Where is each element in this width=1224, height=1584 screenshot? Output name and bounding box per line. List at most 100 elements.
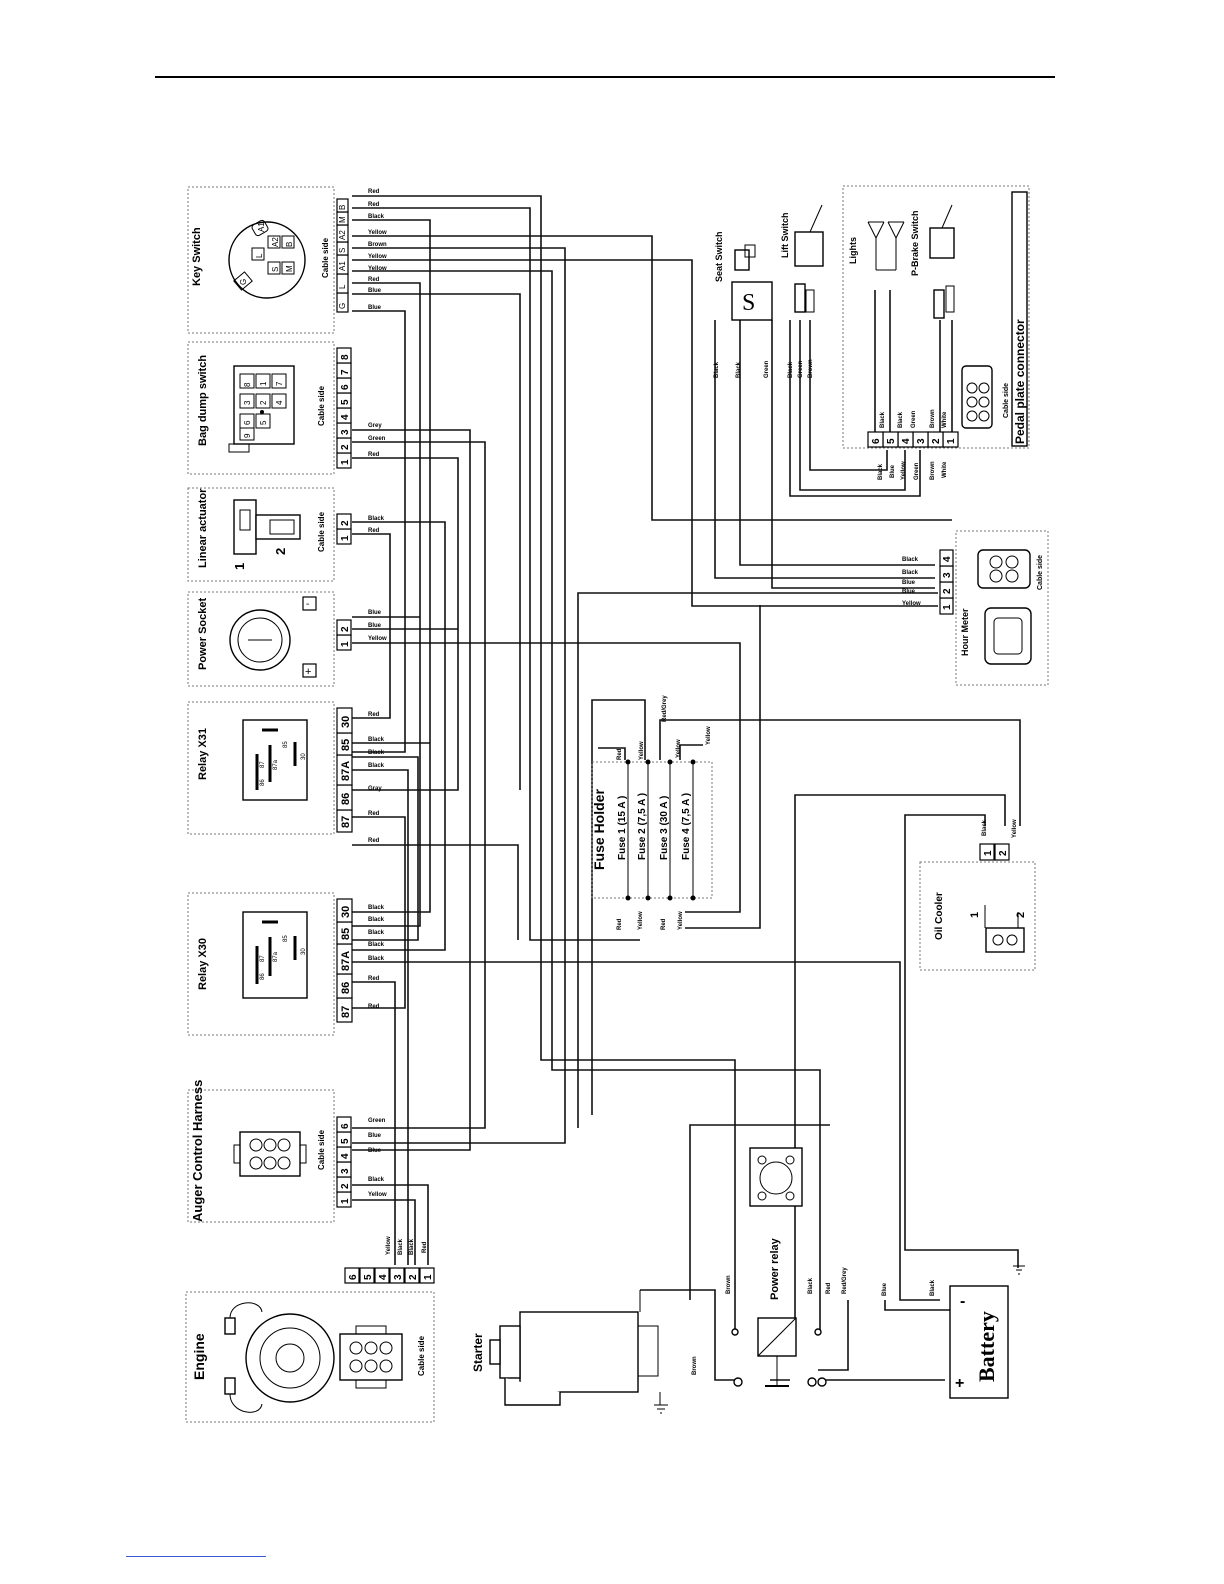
relay-x30: Relay X30 87 86 87a 85 30 87 86 87A 85 3… [187,892,385,1036]
svg-text:+: + [955,1375,964,1392]
auger-box [187,1089,335,1223]
svg-text:-: - [306,599,309,610]
lights-symbol [867,221,905,271]
svg-text:Bag dump switch: Bag dump switch [197,355,209,446]
svg-text:Red: Red [368,838,380,844]
svg-text:White: White [942,411,948,428]
svg-text:Brown: Brown [808,359,814,378]
svg-text:85: 85 [283,741,289,748]
svg-text:Red: Red [826,1282,832,1294]
svg-text:3: 3 [340,429,351,435]
svg-text:Battery: Battery [974,1311,999,1382]
key-switch-wire-labels: Red Red Black Yellow Brown Yellow Yellow… [368,189,387,311]
svg-text:L: L [255,253,264,258]
svg-text:Black: Black [880,411,886,428]
svg-text:1: 1 [969,912,981,918]
bag-dump-pins: 1 2 3 4 5 6 7 8 [336,347,352,469]
svg-text:Red: Red [617,748,623,760]
svg-text:6: 6 [340,384,351,390]
svg-text:Oil Cooler: Oil Cooler [934,892,945,940]
svg-text:6: 6 [243,420,252,425]
svg-text:Red: Red [368,202,380,208]
svg-text:2: 2 [340,520,351,526]
svg-text:Black: Black [878,463,884,480]
svg-text:Yellow: Yellow [368,254,387,260]
svg-text:2: 2 [931,438,942,444]
svg-text:85: 85 [340,928,352,940]
svg-text:2: 2 [942,588,953,594]
svg-text:Green: Green [368,1118,386,1124]
svg-text:Black: Black [714,361,720,378]
svg-text:8: 8 [243,382,252,387]
svg-text:Red: Red [368,277,380,283]
svg-text:Yellow: Yellow [678,911,684,930]
svg-text:Black: Black [368,516,385,522]
power-socket: Power Socket - + 1 2 Blue Blue Yellow [187,591,387,687]
svg-text:86: 86 [340,793,352,805]
svg-text:4: 4 [340,414,351,420]
auger-pins: 1 2 3 4 5 6 [336,1116,352,1208]
svg-text:Fuse 4 (7,5 A ): Fuse 4 (7,5 A ) [681,793,692,860]
svg-text:Lift Switch: Lift Switch [780,213,790,259]
svg-text:Green: Green [911,410,917,428]
svg-text:86: 86 [340,982,352,994]
svg-text:Green: Green [764,360,770,378]
pbrake-symbol [929,204,955,319]
svg-text:Black: Black [808,1277,814,1294]
svg-text:4: 4 [340,1153,351,1159]
svg-text:Red: Red [368,1004,380,1010]
engine-box [185,1291,435,1423]
svg-text:1: 1 [423,1274,434,1280]
svg-text:3: 3 [243,400,252,405]
svg-text:G: G [338,303,347,309]
bag-dump-switch: Bag dump switch 8 1 7 3 2 4 6 5 9 Cable … [187,341,386,475]
key-switch-box [187,186,335,334]
svg-text:2: 2 [340,444,351,450]
svg-text:Blue: Blue [902,589,916,595]
svg-text:2: 2 [273,548,288,555]
svg-text:85: 85 [340,739,352,751]
svg-text:Green: Green [914,462,920,480]
svg-text:2: 2 [340,626,351,632]
svg-text:87: 87 [340,1006,352,1018]
svg-text:7: 7 [275,381,284,386]
svg-text:Black: Black [902,570,919,576]
svg-text:Cable side: Cable side [1037,555,1044,590]
svg-text:30: 30 [301,753,307,760]
svg-text:Cable side: Cable side [317,511,326,552]
svg-text:Red: Red [368,189,380,195]
hour-meter-pins: 1 2 3 4 [939,549,954,615]
svg-text:Pedal plate connector: Pedal plate connector [1013,319,1027,444]
svg-text:-: - [960,1293,965,1310]
svg-text:Brown: Brown [930,461,936,480]
fuse-holder-fuses: Fuse 1 (15 A ) Fuse 2 (7,5 A ) Fuse 3 (3… [617,759,696,901]
svg-text:1: 1 [259,381,268,386]
oil-cooler: 1 2 Black Yellow Oil Cooler 1 2 [919,819,1036,971]
svg-text:Red: Red [422,1241,428,1253]
svg-text:Cable side: Cable side [317,385,326,426]
svg-text:2: 2 [259,400,268,405]
hour-meter-box [955,530,1049,686]
svg-text:Brown: Brown [368,242,387,248]
svg-text:1: 1 [983,850,994,856]
svg-text:3: 3 [916,438,927,444]
svg-text:Red: Red [368,452,380,458]
svg-text:Black: Black [398,1238,404,1255]
linear-actuator-box [187,487,335,582]
svg-text:4: 4 [901,438,912,444]
svg-text:1: 1 [942,604,953,610]
svg-text:Hour Meter: Hour Meter [960,608,970,656]
seat-switch: Seat Switch S Black Black Green Black Gr… [714,231,814,378]
svg-text:4: 4 [275,400,284,405]
svg-text:Yellow: Yellow [638,911,644,930]
svg-text:L: L [338,284,347,289]
wires [352,195,1021,1381]
svg-text:1: 1 [340,459,351,465]
svg-text:30: 30 [301,948,307,955]
svg-text:Yellow: Yellow [902,601,921,607]
svg-text:6: 6 [340,1123,351,1129]
svg-text:Red: Red [368,712,380,718]
svg-text:5: 5 [340,399,351,405]
svg-text:Gray: Gray [368,786,382,792]
svg-text:Black: Black [982,819,988,836]
